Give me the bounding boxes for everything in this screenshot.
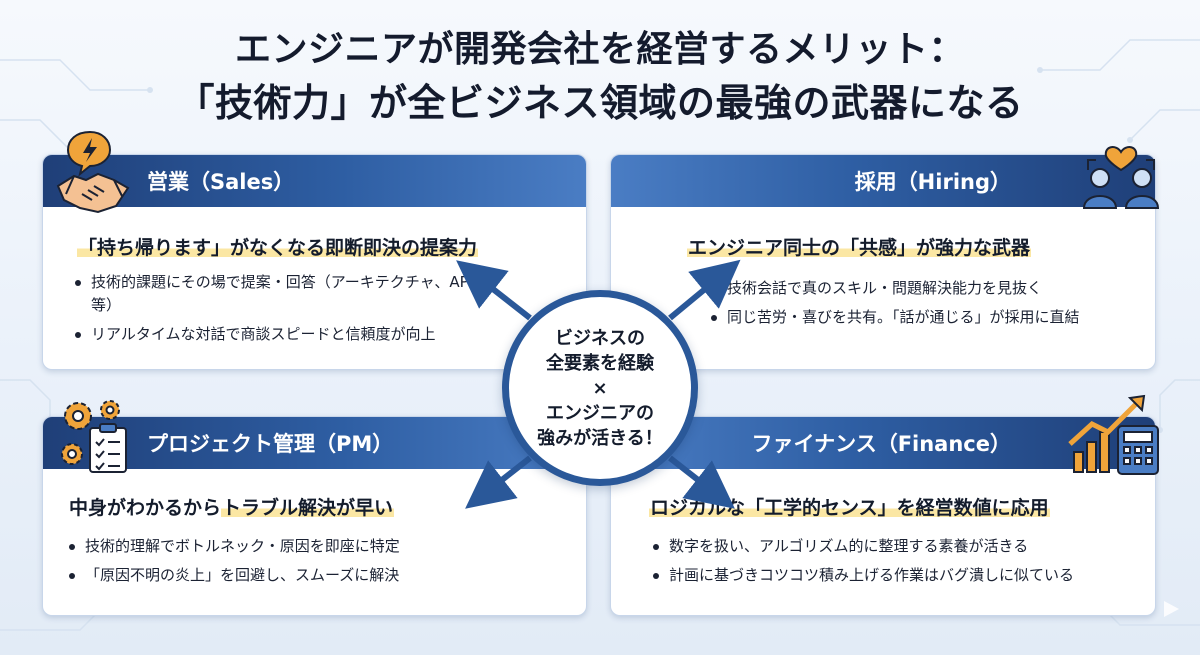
center-line2: 全要素を経験 [545, 352, 654, 374]
center-line4: エンジニアの [545, 402, 654, 424]
hiring-headline-text: エンジニア同士の「共感」が強力な武器 [687, 237, 1032, 259]
pm-headline-plain: 中身がわかるから [69, 497, 222, 519]
calculator-icon [1117, 425, 1159, 475]
pm-card: プロジェクト管理（PM） 中身がわかるからトラブル解決が早い 技術的理解でボトル… [42, 416, 587, 616]
hiring-bullet-2: 同じ苦労・喜びを共有。「話が通じる」が採用に直結 [709, 306, 1080, 329]
pm-headline-highlight: トラブル解決が早い [221, 497, 395, 519]
pm-card-headline: 中身がわかるからトラブル解決が早い [69, 493, 395, 520]
gears-checklist-icon [61, 400, 127, 473]
sales-bullet-1: 技術的課題にその場で提案・回答（アーキテクチャ、API等） [73, 271, 483, 317]
sales-card-headline: 「持ち帰ります」がなくなる即断即決の提案力 [77, 233, 479, 260]
center-line1: ビジネスの [554, 327, 645, 349]
finance-bullet-2: 計画に基づきコツコツ積み上げる作業はバグ潰しに似ている [651, 564, 1074, 587]
sales-card-header: 営業（Sales） [43, 155, 586, 207]
center-line5: 強みが活きる！ [537, 427, 663, 449]
people-heart-icon [1082, 146, 1160, 209]
sales-bullet-2: リアルタイムな対話で商談スピードと信頼度が向上 [73, 323, 483, 346]
hiring-card: 採用（Hiring） エンジニア同士の「共感」が強力な武器 技術会話で真のスキル… [610, 154, 1156, 370]
handshake-icon [56, 130, 130, 214]
finance-card-headline: ロジカルな「工学的センス」を経営数値に応用 [649, 493, 1050, 520]
lightning-bubble-icon [66, 130, 112, 177]
finance-bullet-1: 数字を扱い、アルゴリズム的に整理する素養が活きる [651, 535, 1074, 558]
center-line3: × [592, 377, 608, 399]
sales-bullet-list: 技術的課題にその場で提案・回答（アーキテクチャ、API等） リアルタイムな対話で… [73, 271, 483, 346]
page-title-line2: 「技術力」が全ビジネス領域の最強の武器になる [176, 81, 1024, 125]
pm-bullet-list: 技術的理解でボトルネック・原因を即座に特定 「原因不明の炎上」を回避し、スムーズ… [67, 535, 400, 587]
hiring-card-headline: エンジニア同士の「共感」が強力な武器 [687, 233, 1032, 260]
finance-headline-text: ロジカルな「工学的センス」を経営数値に応用 [649, 497, 1050, 519]
hiring-card-header: 採用（Hiring） [611, 155, 1155, 207]
pm-bullet-1: 技術的理解でボトルネック・原因を即座に特定 [67, 535, 400, 558]
center-text: ビジネスの 全要素を経験 × エンジニアの 強みが活きる！ [537, 326, 663, 451]
sales-headline-text: 「持ち帰ります」がなくなる即断即決の提案力 [77, 237, 479, 259]
hiring-bullet-list: 技術会話で真のスキル・問題解決能力を見抜く 同じ苦労・喜びを共有。「話が通じる」… [709, 277, 1080, 329]
finance-bullet-list: 数字を扱い、アルゴリズム的に整理する素養が活きる 計画に基づきコツコツ積み上げる… [651, 535, 1074, 587]
center-circle: ビジネスの 全要素を経験 × エンジニアの 強みが活きる！ [502, 290, 698, 486]
pm-bullet-2: 「原因不明の炎上」を回避し、スムーズに解決 [67, 564, 400, 587]
play-icon [1164, 601, 1179, 617]
growth-chart-icon [1068, 394, 1159, 475]
page-title-line1: エンジニアが開発会社を経営するメリット： [234, 29, 965, 70]
finance-card: ファイナンス（Finance） ロジカルな「工学的センス」を経営数値に応用 数字… [610, 416, 1156, 616]
hiring-bullet-1: 技術会話で真のスキル・問題解決能力を見抜く [709, 277, 1080, 300]
